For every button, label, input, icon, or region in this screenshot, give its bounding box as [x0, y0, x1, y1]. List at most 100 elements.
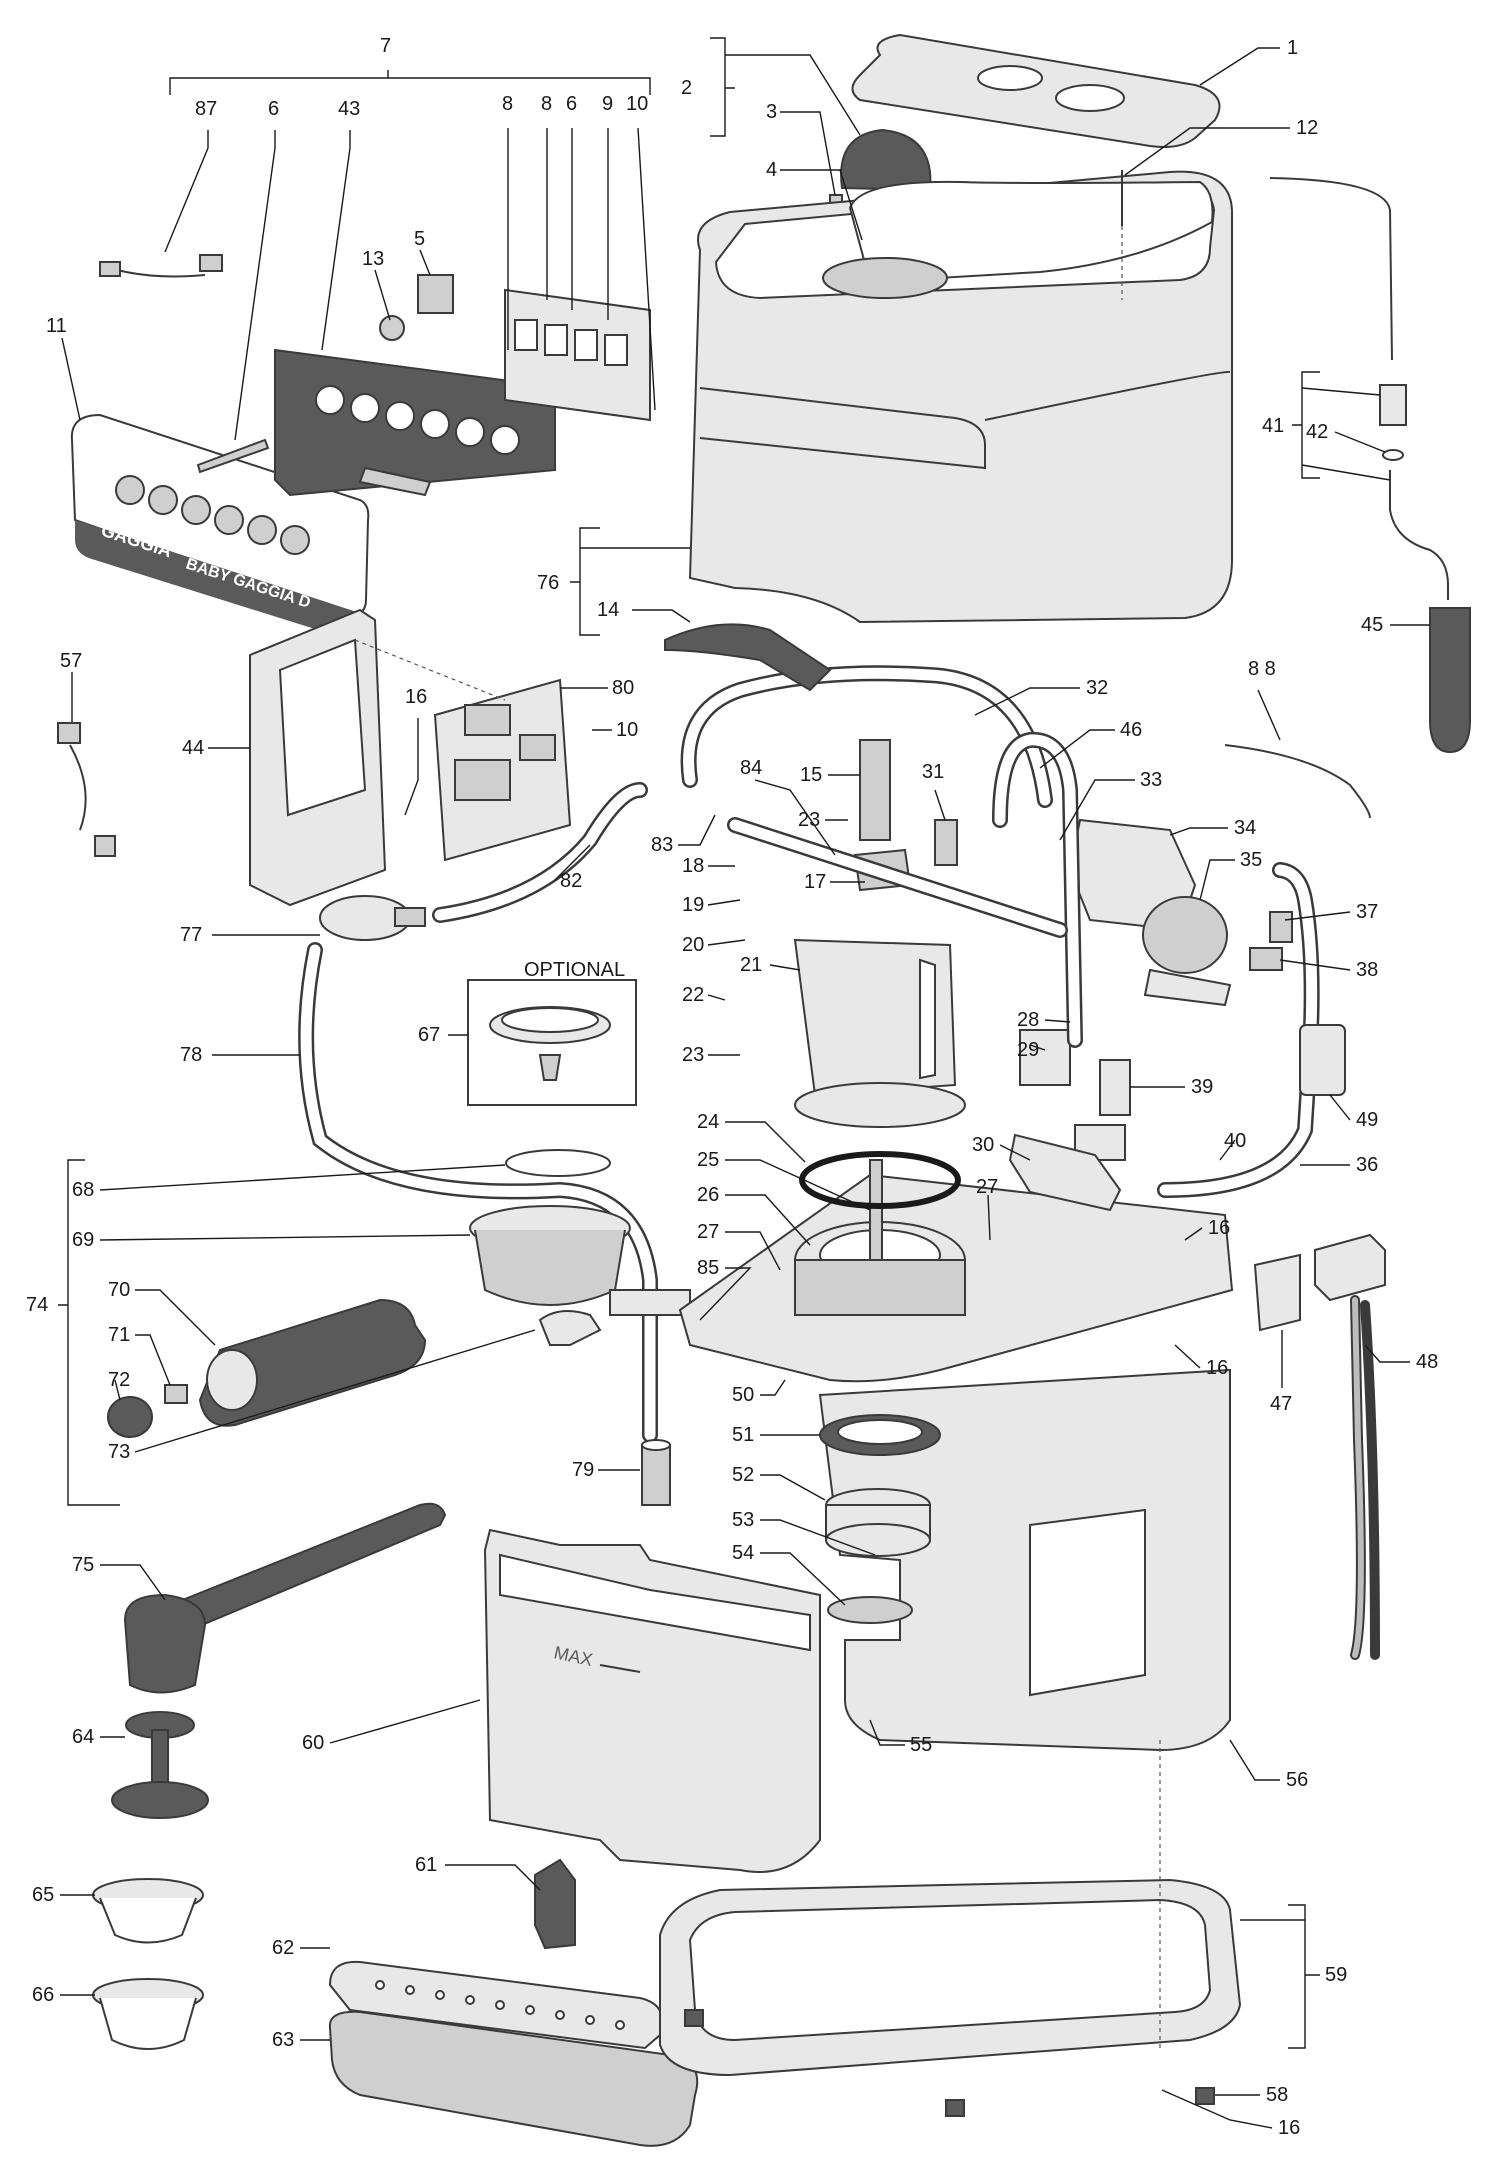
- callout-45: 45: [1361, 614, 1383, 636]
- callout-17: 17: [804, 871, 826, 893]
- part-scoop: [123, 1502, 447, 1694]
- part-thermostat-31: [934, 819, 958, 866]
- callout-79: 79: [572, 1459, 594, 1481]
- part-hose-82: [432, 782, 648, 923]
- callout-75: 75: [72, 1554, 94, 1576]
- callout-61: 61: [415, 1854, 437, 1876]
- callout-8: 8: [502, 93, 513, 115]
- part-pump: [1068, 818, 1232, 1007]
- part-handle-knob: [107, 1384, 188, 1438]
- part-hose-46: [992, 731, 1083, 1048]
- callout-43: 43: [338, 98, 360, 120]
- callout-71: 71: [108, 1324, 130, 1346]
- callout-14: 14: [597, 599, 619, 621]
- callout-58: 58: [1266, 2084, 1288, 2106]
- callout-13: 13: [362, 248, 384, 270]
- part-filter-holder: [469, 1205, 691, 1316]
- callout-6: 6: [268, 98, 279, 120]
- callout-63: 63: [272, 2029, 294, 2051]
- part-steam-wand: [1269, 177, 1471, 754]
- part-gasket-68: [505, 1149, 611, 1177]
- callout-44: 44: [182, 737, 204, 759]
- part-valve-block-30: [1008, 1133, 1122, 1212]
- callout-10: 10: [626, 93, 648, 115]
- part-switches: [379, 274, 454, 341]
- callout-36: 36: [1356, 1154, 1378, 1176]
- callout-33: 33: [1140, 769, 1162, 791]
- part-cable-88: [1224, 744, 1371, 819]
- callout-27: 27: [976, 1176, 998, 1198]
- part-power-cable: [1350, 1295, 1380, 1660]
- part-oring-24: [799, 1151, 961, 1209]
- callout-22: 22: [682, 984, 704, 1006]
- part-drip-tray: [328, 2010, 699, 2147]
- part-optional-adaptor: OPTIONAL: [467, 959, 637, 1106]
- callout-11: 11: [46, 315, 67, 337]
- part-power-plug: [1253, 1233, 1386, 1332]
- callout-8: 8: [541, 93, 552, 115]
- callout-34: 34: [1234, 817, 1256, 839]
- part-front-panel: GAGGIA BABY GAGGIA D: [70, 413, 370, 640]
- callout-51: 51: [732, 1424, 754, 1446]
- callout-62: 62: [272, 1937, 294, 1959]
- optional-label: OPTIONAL: [524, 959, 625, 981]
- part-filter-basket-66: [92, 1978, 204, 2050]
- callout-41: 41: [1262, 415, 1284, 437]
- callout-67: 67: [418, 1024, 440, 1046]
- callout-49: 49: [1356, 1109, 1378, 1131]
- part-valve-61: [534, 1858, 576, 1950]
- part-group-gasket-51: [819, 1414, 941, 1456]
- callout-15: 15: [800, 764, 822, 786]
- callout-56: 56: [1286, 1769, 1308, 1791]
- part-housing: [688, 170, 1233, 624]
- callout-38: 38: [1356, 959, 1378, 981]
- callout-77: 77: [180, 924, 202, 946]
- callout-88: 8 8: [1248, 658, 1276, 680]
- part-wire-harness-87: [99, 254, 223, 278]
- callout-87: 87: [195, 98, 217, 120]
- part-lever-14: [664, 623, 832, 692]
- part-tamper: [111, 1711, 209, 1819]
- callout-40: 40: [1224, 1130, 1246, 1152]
- callout-85: 85: [697, 1257, 719, 1279]
- part-flowmeter: [319, 895, 426, 941]
- callout-7: 7: [380, 35, 391, 57]
- part-hose-36: [1157, 862, 1320, 1198]
- callout-76: 76: [537, 572, 559, 594]
- callout-60: 60: [302, 1732, 324, 1754]
- callout-37: 37: [1356, 901, 1378, 923]
- callout-73: 73: [108, 1441, 130, 1463]
- part-filter-basket-65: [92, 1878, 204, 1944]
- callout-1: 1: [1287, 37, 1298, 59]
- callout-70: 70: [108, 1279, 130, 1301]
- callout-78: 78: [180, 1044, 202, 1066]
- callout-47: 47: [1270, 1393, 1292, 1415]
- callout-3: 3: [766, 101, 777, 123]
- assembly-hint-3: [354, 639, 506, 701]
- callout-16: 16: [1278, 2117, 1300, 2139]
- callout-64: 64: [72, 1726, 94, 1748]
- callout-69: 69: [72, 1229, 94, 1251]
- part-filter-79: [641, 1439, 671, 1506]
- part-electronic-board: [433, 678, 572, 862]
- callout-18: 18: [682, 855, 704, 877]
- callout-4: 4: [766, 159, 777, 181]
- callout-32: 32: [1086, 677, 1108, 699]
- callout-80: 80: [612, 677, 634, 699]
- part-hose-32: [680, 665, 1053, 808]
- callout-9: 9: [602, 93, 613, 115]
- callout-55: 55: [910, 1734, 932, 1756]
- callout-68: 68: [72, 1179, 94, 1201]
- callout-19: 19: [682, 894, 704, 916]
- callout-72: 72: [108, 1369, 130, 1391]
- callout-31: 31: [922, 761, 944, 783]
- callout-53: 53: [732, 1509, 754, 1531]
- part-hose-84: [727, 817, 1068, 938]
- callout-27: 27: [697, 1221, 719, 1243]
- callout-82: 82: [560, 870, 582, 892]
- callout-2: 2: [681, 77, 692, 99]
- callout-59: 59: [1325, 1964, 1347, 1986]
- callout-42: 42: [1306, 421, 1328, 443]
- callout-46: 46: [1120, 719, 1142, 741]
